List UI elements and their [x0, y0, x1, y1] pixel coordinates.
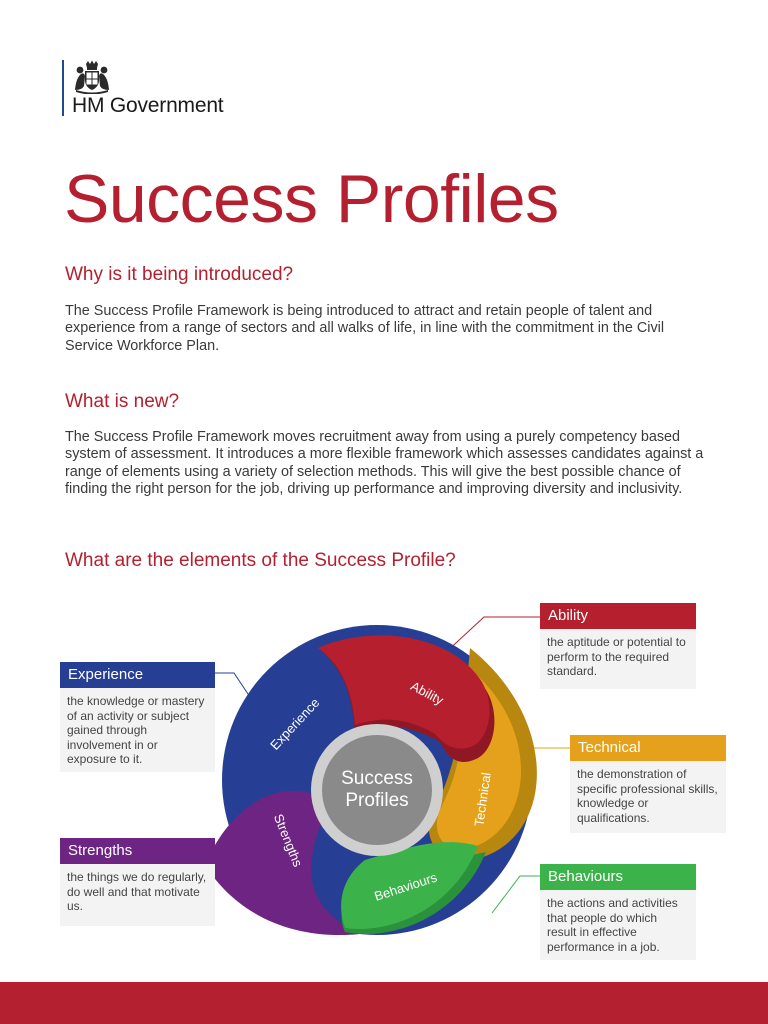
segment-label-technical: Technical — [471, 771, 493, 827]
footer-band — [0, 982, 768, 1024]
section-body-why: The Success Profile Framework is being i… — [65, 303, 665, 354]
center-label-line1: Success — [341, 768, 413, 789]
section-body-new: The Success Profile Framework moves recr… — [65, 429, 704, 497]
element-card-title: Ability — [540, 603, 696, 629]
section-heading-elements: What are the elements of the Success Pro… — [65, 550, 456, 571]
element-card-title: Strengths — [60, 838, 215, 864]
segment-ability — [318, 635, 490, 749]
center-circle — [322, 735, 432, 845]
element-card-technical: Technical the demonstration of specific … — [570, 735, 726, 833]
section-heading-new: What is new? — [65, 391, 180, 412]
element-card-description: the demonstration of specific profession… — [577, 767, 718, 825]
royal-crest-icon — [75, 60, 109, 94]
logo-divider — [62, 60, 64, 116]
center-label-line2: Profiles — [345, 790, 408, 811]
section-heading-why: Why is it being introduced? — [65, 264, 294, 285]
element-card-title: Experience — [60, 662, 215, 688]
element-card-title: Behaviours — [540, 864, 696, 890]
element-card-description: the knowledge or mastery of an activity … — [67, 694, 205, 767]
element-card-strengths: Strengths the things we do regularly, do… — [60, 838, 215, 926]
logo-text: HM Government — [72, 94, 224, 117]
element-card-title: Technical — [570, 735, 726, 761]
element-card-description: the things we do regularly, do well and … — [67, 870, 207, 914]
element-card-description: the aptitude or potential to perform to … — [547, 635, 686, 679]
element-card-behaviours: Behaviours the actions and activities th… — [540, 864, 696, 960]
element-card-experience: Experience the knowledge or mastery of a… — [60, 662, 215, 772]
page-title: Success Profiles — [64, 161, 559, 237]
element-card-description: the actions and activities that people d… — [547, 896, 678, 954]
segment-strengths — [205, 790, 360, 936]
segment-behaviours — [341, 842, 478, 930]
element-card-ability: Ability the aptitude or potential to per… — [540, 603, 696, 689]
